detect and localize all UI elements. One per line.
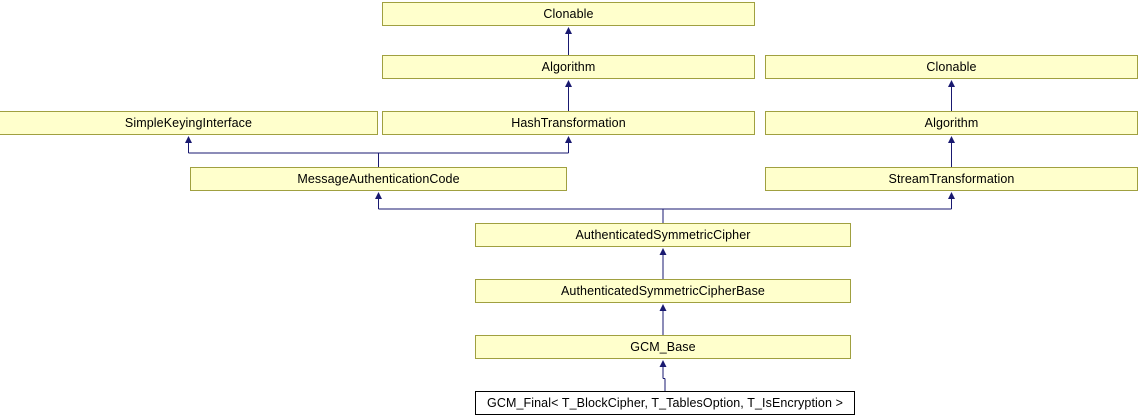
class-node-asc[interactable]: AuthenticatedSymmetricCipher (475, 223, 851, 247)
class-node-label: MessageAuthenticationCode (297, 171, 460, 186)
class-node-label: Clonable (543, 6, 594, 21)
class-node-mac[interactable]: MessageAuthenticationCode (190, 167, 567, 191)
class-node-ascbase[interactable]: AuthenticatedSymmetricCipherBase (475, 279, 851, 303)
inheritance-arrowhead (375, 192, 382, 199)
class-node-label: HashTransformation (511, 115, 626, 130)
inheritance-arrowhead (659, 248, 667, 255)
class-node-label: GCM_Final< T_BlockCipher, T_TablesOption… (487, 395, 843, 410)
inheritance-arrowhead (185, 136, 192, 143)
class-node-algorithm-right[interactable]: Algorithm (765, 111, 1138, 135)
class-node-hashtransform[interactable]: HashTransformation (382, 111, 755, 135)
inheritance-arrowhead (948, 80, 955, 87)
class-node-label: GCM_Base (630, 339, 696, 354)
class-node-simplekeying[interactable]: SimpleKeyingInterface (0, 111, 378, 135)
inheritance-arrowhead (565, 27, 572, 34)
class-node-label: StreamTransformation (888, 171, 1015, 186)
class-node-clonable-top[interactable]: Clonable (382, 2, 755, 26)
inheritance-arrowhead (565, 80, 572, 87)
class-node-label: AuthenticatedSymmetricCipher (575, 227, 751, 242)
class-node-label: Algorithm (924, 115, 979, 130)
class-node-algorithm-left[interactable]: Algorithm (382, 55, 755, 79)
class-node-label: Clonable (926, 59, 977, 74)
inheritance-arrowhead (659, 304, 667, 311)
inheritance-arrowhead (948, 192, 955, 199)
class-node-clonable-right[interactable]: Clonable (765, 55, 1138, 79)
class-node-label: AuthenticatedSymmetricCipherBase (561, 283, 765, 298)
inheritance-arrowhead (659, 360, 667, 367)
class-node-gcmbase[interactable]: GCM_Base (475, 335, 851, 359)
class-node-label: Algorithm (541, 59, 596, 74)
inheritance-arrowhead (565, 136, 572, 143)
class-node-label: SimpleKeyingInterface (124, 115, 253, 130)
class-node-streamtransform[interactable]: StreamTransformation (765, 167, 1138, 191)
inheritance-arrowhead (948, 136, 955, 143)
class-node-gcmfinal[interactable]: GCM_Final< T_BlockCipher, T_TablesOption… (475, 391, 855, 415)
